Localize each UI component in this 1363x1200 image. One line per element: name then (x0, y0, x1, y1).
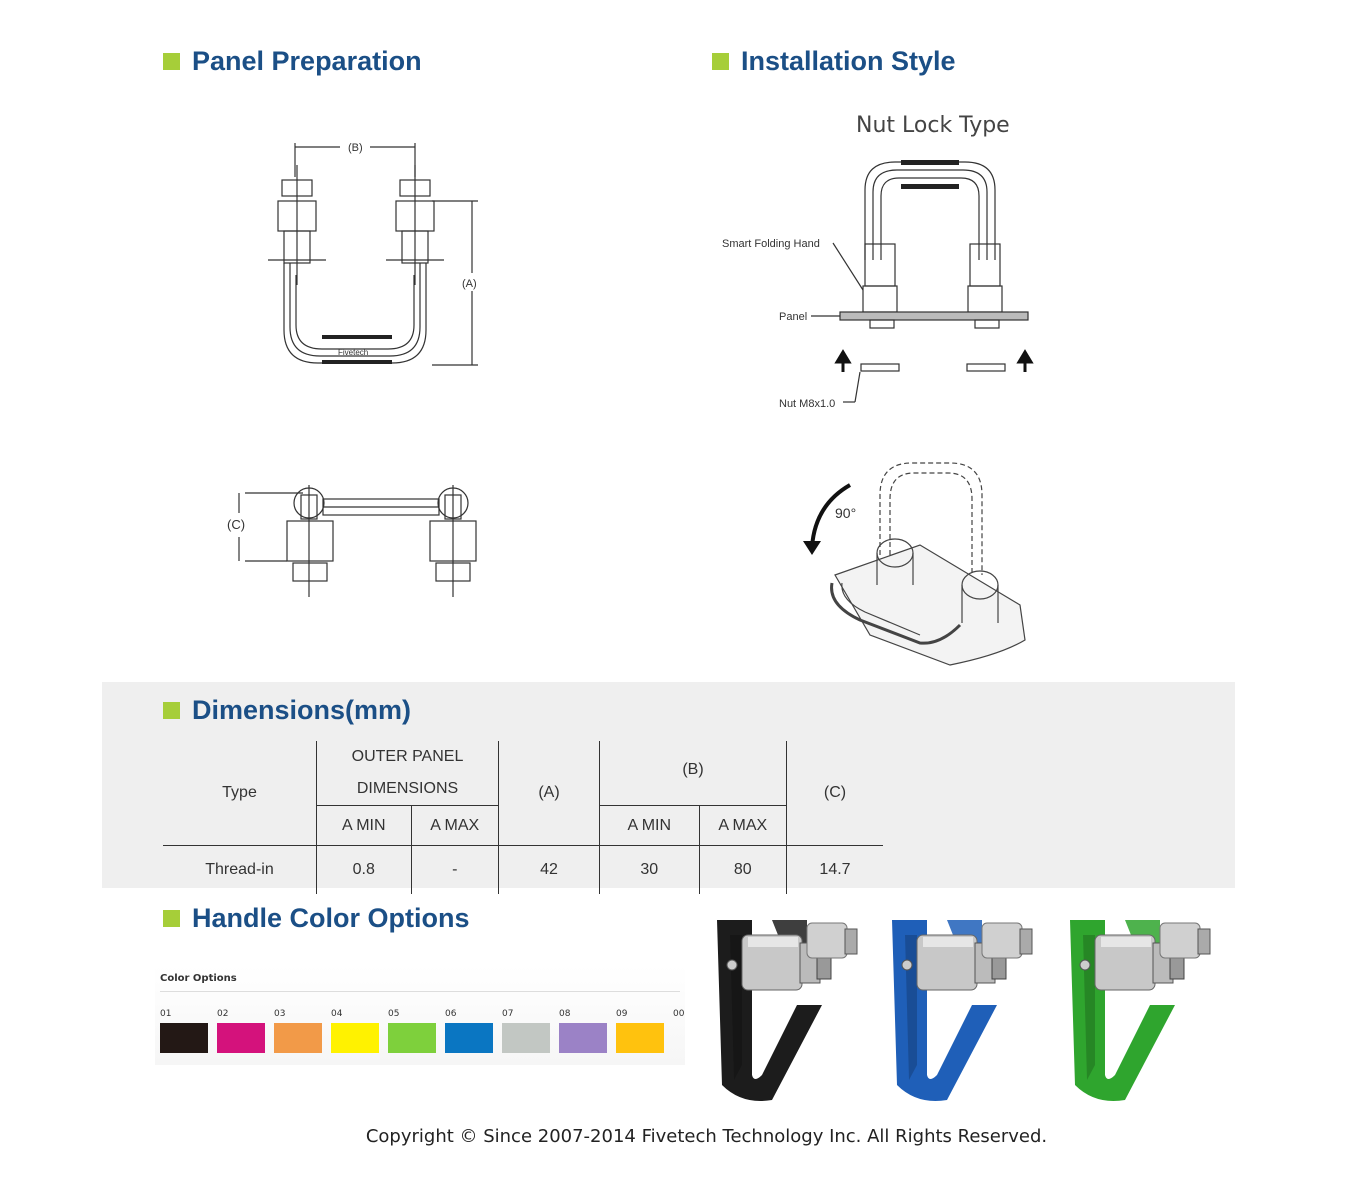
green-square-bullet-icon (163, 910, 180, 927)
swatch-code-07: 07 (502, 1009, 514, 1019)
label-b: (B) (348, 142, 363, 154)
header-outer-panel: OUTER PANEL DIMENSIONS (316, 741, 499, 806)
brand-mark: Fivetech (338, 348, 368, 357)
panel-preparation-front-diagram: (B) (A) Fivetech (268, 142, 478, 366)
arrow-up-icon (1016, 349, 1034, 372)
rotation-arrow-icon (810, 483, 852, 548)
smart-folding-hand-label: Smart Folding Hand (722, 238, 820, 250)
color-swatch-05 (388, 1023, 436, 1053)
rotation-diagram: 90° (803, 462, 1026, 666)
label-a: (A) (462, 278, 477, 290)
arrow-up-icon (834, 349, 852, 372)
swatch-code-08: 08 (559, 1009, 571, 1019)
green-square-bullet-icon (163, 702, 180, 719)
cell-c: 14.7 (786, 845, 883, 894)
swatch-code-05: 05 (388, 1009, 400, 1019)
color-swatch-04 (331, 1023, 379, 1053)
swatch-code-01: 01 (160, 1009, 172, 1019)
subheader-a-min-outer: A MIN (316, 805, 412, 846)
swatch-code-00: 00 (673, 1009, 685, 1019)
nut-label: Nut M8x1.0 (779, 398, 835, 410)
installation-style-heading: Installation Style (712, 46, 956, 77)
nut-lock-installation-diagram: Smart Folding Hand Panel Nut M8x1.0 (722, 160, 1034, 410)
subheader-a-max-b: A MAX (698, 805, 787, 846)
green-square-bullet-icon (163, 53, 180, 70)
color-swatch-01 (160, 1023, 208, 1053)
copyright-text: Copyright © Since 2007-2014 Fivetech Tec… (365, 1126, 1048, 1147)
handle-color-options-title: Handle Color Options (192, 903, 470, 933)
handle-photo-black (717, 920, 858, 1101)
color-swatch-03 (274, 1023, 322, 1053)
cell-b-min: 30 (599, 845, 700, 894)
handle-color-options-heading: Handle Color Options (163, 903, 470, 934)
panel-preparation-heading: Panel Preparation (163, 46, 422, 77)
green-square-bullet-icon (712, 53, 729, 70)
dimensions-title: Dimensions(mm) (192, 695, 412, 725)
nut-lock-type-title: Nut Lock Type (856, 113, 1010, 138)
color-options-panel: Color Options 01 02 03 04 05 06 07 08 09 00 (155, 965, 685, 1065)
header-c: (C) (786, 741, 883, 846)
color-options-title: Color Options (160, 973, 237, 984)
header-type: Type (163, 741, 317, 846)
cell-a: 42 (498, 845, 600, 894)
header-b: (B) (599, 741, 787, 806)
rotation-label: 90° (835, 505, 856, 521)
cell-outer-max: - (410, 845, 499, 894)
cell-type: Thread-in (205, 860, 274, 878)
subheader-a-max-outer: A MAX (410, 805, 499, 846)
panel-preparation-title: Panel Preparation (192, 46, 422, 76)
handle-photo-blue (892, 920, 1033, 1101)
cell-outer-min: 0.8 (316, 845, 412, 894)
color-swatch-07 (502, 1023, 550, 1053)
swatch-code-04: 04 (331, 1009, 343, 1019)
dimensions-heading: Dimensions(mm) (163, 695, 411, 726)
swatch-code-06: 06 (445, 1009, 457, 1019)
color-swatch-09 (616, 1023, 664, 1053)
swatch-code-02: 02 (217, 1009, 229, 1019)
panel-preparation-side-diagram: (C) (227, 485, 477, 597)
installation-style-title: Installation Style (741, 46, 956, 76)
label-c: (C) (227, 517, 245, 532)
header-a: (A) (498, 741, 600, 846)
color-swatch-02 (217, 1023, 265, 1053)
panel-label: Panel (779, 311, 807, 323)
color-swatch-06 (445, 1023, 493, 1053)
cell-b-max: 80 (698, 845, 787, 894)
handle-photo-green (1070, 920, 1211, 1101)
table-row: Thread-in 0.8 - 42 30 80 14.7 (163, 845, 883, 894)
subheader-a-min-b: A MIN (599, 805, 700, 846)
swatch-code-03: 03 (274, 1009, 286, 1019)
color-swatch-08 (559, 1023, 607, 1053)
swatch-code-09: 09 (616, 1009, 628, 1019)
dimensions-table: Type OUTER PANEL DIMENSIONS (A) (B) (C) … (163, 741, 883, 894)
